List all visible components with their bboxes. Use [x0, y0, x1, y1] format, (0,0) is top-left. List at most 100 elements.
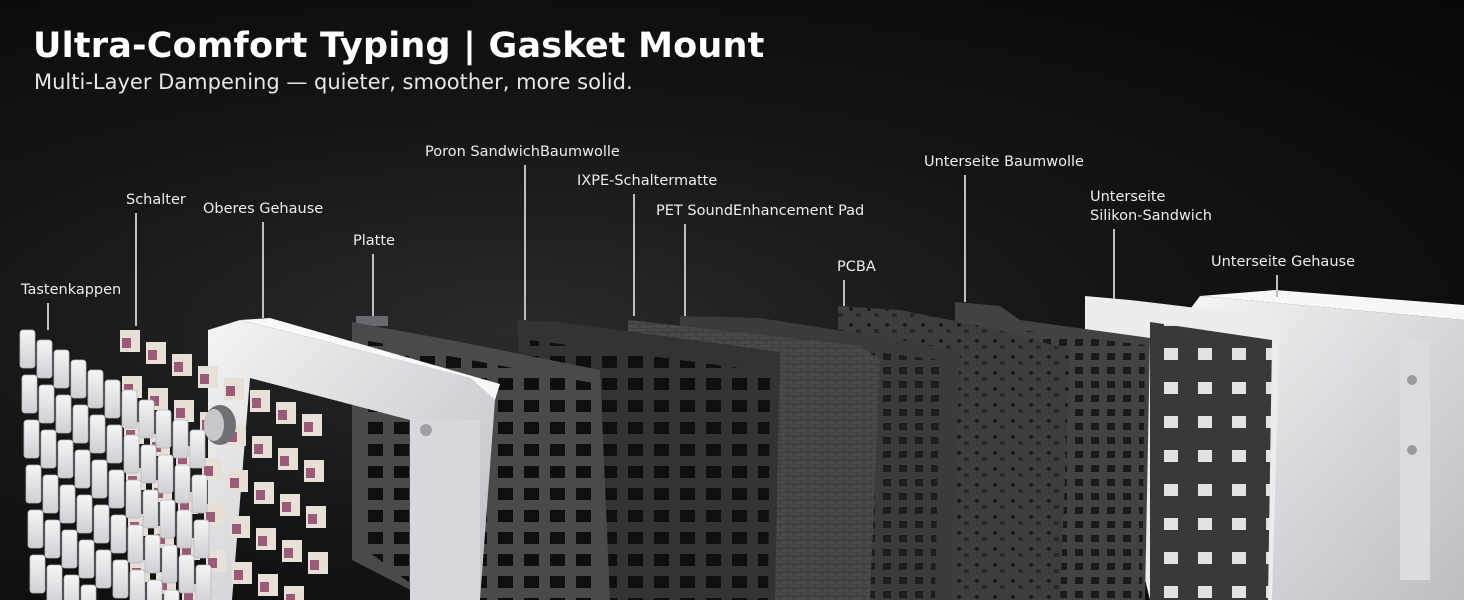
- label-top-case: Oberes Gehause: [203, 201, 324, 217]
- keycap: [21, 374, 38, 414]
- keycap: [87, 369, 104, 409]
- keycap: [36, 339, 53, 379]
- keycap: [53, 349, 70, 389]
- switch-stem: [178, 454, 187, 464]
- switch-stem: [254, 444, 263, 454]
- keycap: [19, 329, 36, 369]
- switch-stem: [148, 350, 157, 360]
- switch-stem: [306, 468, 315, 478]
- switch-stem: [122, 338, 131, 348]
- switch-stem: [286, 594, 295, 600]
- switch-stem: [206, 512, 215, 522]
- rotary-knob: [204, 405, 236, 445]
- switch-stem: [256, 490, 265, 500]
- switch-stem: [176, 408, 185, 418]
- keycap: [159, 499, 176, 539]
- switch-stem: [304, 422, 313, 432]
- label-keycaps: Tastenkappen: [21, 282, 122, 298]
- keycap: [29, 554, 46, 594]
- keycap: [93, 504, 110, 544]
- keycap: [112, 559, 129, 599]
- switch-stem: [284, 548, 293, 558]
- switch-stem: [230, 478, 239, 488]
- switch-stem: [308, 514, 317, 524]
- switch-stem: [232, 524, 241, 534]
- keycap: [57, 439, 74, 479]
- keycap: [129, 569, 146, 600]
- leader-switches: [135, 213, 137, 326]
- switch-stem: [310, 560, 319, 570]
- keycap: [25, 464, 42, 504]
- top-case-part: [208, 318, 500, 600]
- keycap: [55, 394, 72, 434]
- label-bottom-cotton: Unterseite Baumwolle: [924, 154, 1084, 170]
- switch-stem: [258, 536, 267, 546]
- keycap: [59, 484, 76, 524]
- keycap: [142, 489, 159, 529]
- leader-ixpe: [633, 194, 635, 316]
- keycap: [127, 524, 144, 564]
- switch-stem: [204, 466, 213, 476]
- leader-pet: [684, 224, 686, 316]
- keycap: [38, 384, 55, 424]
- switch-stem: [180, 500, 189, 510]
- label-bottom-case: Unterseite Gehause: [1211, 254, 1355, 270]
- keycap: [80, 584, 97, 600]
- leader-keycaps: [47, 303, 49, 330]
- keycap: [106, 424, 123, 464]
- leader-plate: [372, 254, 374, 316]
- keycap: [176, 509, 193, 549]
- switch-stem: [124, 384, 133, 394]
- label-pet: PET SoundEnhancement Pad: [656, 203, 865, 219]
- keycap: [138, 399, 155, 439]
- label-ixpe: IXPE-Schaltermatte: [577, 173, 718, 189]
- label-switches: Schalter: [126, 192, 186, 208]
- leader-bottom-case: [1276, 275, 1278, 297]
- switch-stem: [226, 386, 235, 396]
- keycap: [44, 519, 61, 559]
- keycap: [70, 359, 87, 399]
- keycap: [63, 574, 80, 600]
- keycap: [95, 549, 112, 589]
- switch-stem: [154, 488, 163, 498]
- label-plate: Platte: [353, 233, 395, 249]
- leader-bottom-silicone: [1113, 229, 1115, 299]
- keycap: [178, 554, 195, 594]
- keycap: [72, 404, 89, 444]
- keycap: [91, 459, 108, 499]
- keycap: [61, 529, 78, 569]
- keycap: [89, 414, 106, 454]
- keycap: [123, 434, 140, 474]
- label-bottom-silicone-line1: Unterseite: [1090, 189, 1166, 205]
- switch-stem: [252, 398, 261, 408]
- keycap: [76, 494, 93, 534]
- headline: Ultra-Comfort Typing | Gasket Mount: [33, 26, 765, 66]
- keycap: [155, 409, 172, 449]
- keycap: [144, 534, 161, 574]
- switch-stem: [174, 362, 183, 372]
- keycap: [189, 429, 206, 469]
- label-bottom-silicone-line2: Silikon-Sandwich: [1090, 208, 1212, 224]
- switch-stem: [158, 580, 167, 590]
- keycap: [157, 454, 174, 494]
- keycap: [193, 519, 210, 559]
- leader-bottom-cotton: [964, 175, 966, 302]
- keycap: [146, 579, 163, 600]
- label-poron: Poron SandwichBaumwolle: [425, 144, 620, 160]
- keycap: [161, 544, 178, 584]
- switch-stem: [234, 570, 243, 580]
- keycap: [121, 389, 138, 429]
- switch-stem: [208, 558, 217, 568]
- switch-stem: [278, 410, 287, 420]
- label-pcba: PCBA: [837, 259, 876, 275]
- keycap: [110, 514, 127, 554]
- switch-stem: [184, 592, 193, 600]
- keycap: [23, 419, 40, 459]
- leader-top-case: [262, 222, 264, 318]
- switches-part: [120, 330, 328, 600]
- switch-stem: [182, 546, 191, 556]
- switch-stem: [280, 456, 289, 466]
- switch-stem: [150, 396, 159, 406]
- switch-stem: [200, 374, 209, 384]
- switch-stem: [282, 502, 291, 512]
